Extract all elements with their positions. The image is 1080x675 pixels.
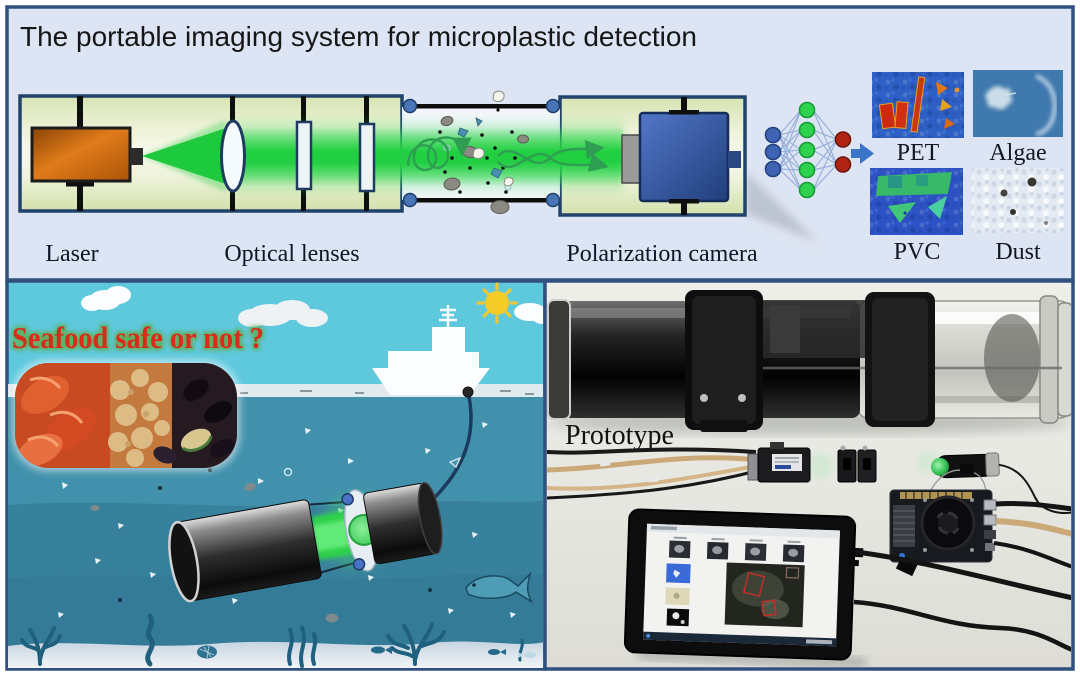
tablet — [623, 508, 868, 667]
collimating-lens — [220, 119, 246, 193]
camera-module — [547, 442, 811, 500]
ocean-panel: Seafood safe or not ? Seafood safe or no… — [5, 279, 547, 671]
optical-filters — [295, 120, 376, 193]
cloud — [514, 303, 543, 324]
coral — [20, 613, 524, 668]
light-propagation-arrows — [406, 136, 609, 172]
tablet-cable — [853, 599, 1071, 652]
algae-image — [973, 70, 1063, 137]
pet-image — [872, 72, 964, 138]
ship — [372, 305, 490, 395]
screen-main-image[interactable] — [724, 562, 805, 628]
prototype-panel: Prototype — [543, 279, 1075, 671]
camera-label: Polarization camera — [566, 241, 758, 267]
cloud — [81, 286, 131, 311]
polarization-camera — [621, 97, 741, 215]
debris-particles — [58, 422, 516, 623]
sun-icon — [476, 282, 518, 324]
prototype-caption: Prototype — [565, 420, 674, 451]
seafood-question-glow: Seafood safe or not ? — [12, 320, 264, 355]
result-label-pvc: PVC — [894, 239, 941, 265]
taskbar[interactable] — [643, 631, 837, 647]
laser-box — [30, 126, 143, 183]
laser-label: Laser — [45, 241, 98, 267]
seafloor — [8, 641, 543, 668]
control-board — [889, 464, 1071, 577]
figure-title: The portable imaging system for micropla… — [20, 21, 697, 52]
underwater-device — [168, 481, 443, 603]
tablet-cable — [855, 549, 1071, 601]
arrow-icon — [851, 143, 874, 164]
schematic-panel: The portable imaging system for micropla… — [5, 5, 1075, 282]
lenses-label: Optical lenses — [224, 241, 359, 267]
dust-image — [972, 168, 1064, 233]
screen-thumbnails[interactable] — [665, 536, 805, 630]
chamber-rails — [402, 98, 561, 208]
result-label-pet: PET — [897, 140, 940, 166]
shell — [197, 645, 217, 659]
seafood-question: Seafood safe or not ? — [12, 320, 264, 355]
result-label-algae: Algae — [989, 140, 1046, 166]
result-label-dust: Dust — [995, 239, 1041, 265]
fish — [465, 571, 533, 603]
prototype-cylinder — [547, 290, 1071, 432]
seafood-photo — [12, 360, 240, 471]
bench-shadow — [746, 172, 818, 242]
connector-module — [837, 445, 877, 483]
neural-network — [764, 101, 852, 199]
result-tiles: PET Algae PVC Dust — [870, 70, 1064, 265]
pvc-image — [870, 168, 963, 235]
cloud — [238, 300, 328, 327]
small-fish — [371, 646, 536, 658]
